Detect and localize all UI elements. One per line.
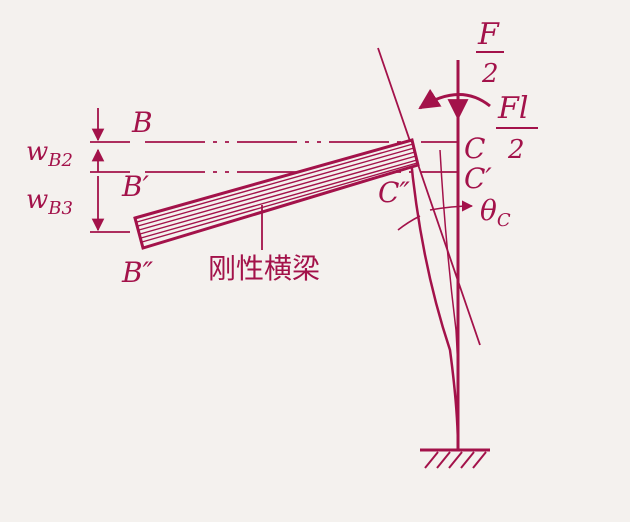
- beam-caption: 刚性横梁: [208, 252, 320, 285]
- label-B-dprime: B″: [121, 256, 154, 289]
- tangent-line: [377, 47, 481, 346]
- fixed-support: [420, 448, 490, 469]
- label-wB3: wB3: [26, 185, 73, 219]
- label-C: C: [464, 132, 485, 165]
- column-deflected-curve: [408, 149, 460, 451]
- moment-arrow: [418, 88, 491, 110]
- reference-lines: [90, 141, 458, 233]
- column-curve-secondary: [439, 149, 460, 451]
- label-wB2: wB2: [26, 137, 73, 171]
- label-two-a: 2: [481, 59, 499, 89]
- label-B: B: [131, 106, 153, 139]
- rigid-beam: [133, 138, 420, 250]
- label-theta-c: θC: [480, 194, 511, 231]
- label-C-dprime: C″: [378, 176, 410, 209]
- theta-angle-arc-left: [397, 215, 421, 231]
- label-Fl: Fl: [497, 91, 528, 126]
- theta-angle-arc: [429, 200, 474, 212]
- label-C-prime: C′: [464, 162, 492, 195]
- label-two-b: 2: [507, 135, 525, 165]
- label-F: F: [477, 17, 500, 52]
- label-B-prime: B′: [121, 170, 150, 203]
